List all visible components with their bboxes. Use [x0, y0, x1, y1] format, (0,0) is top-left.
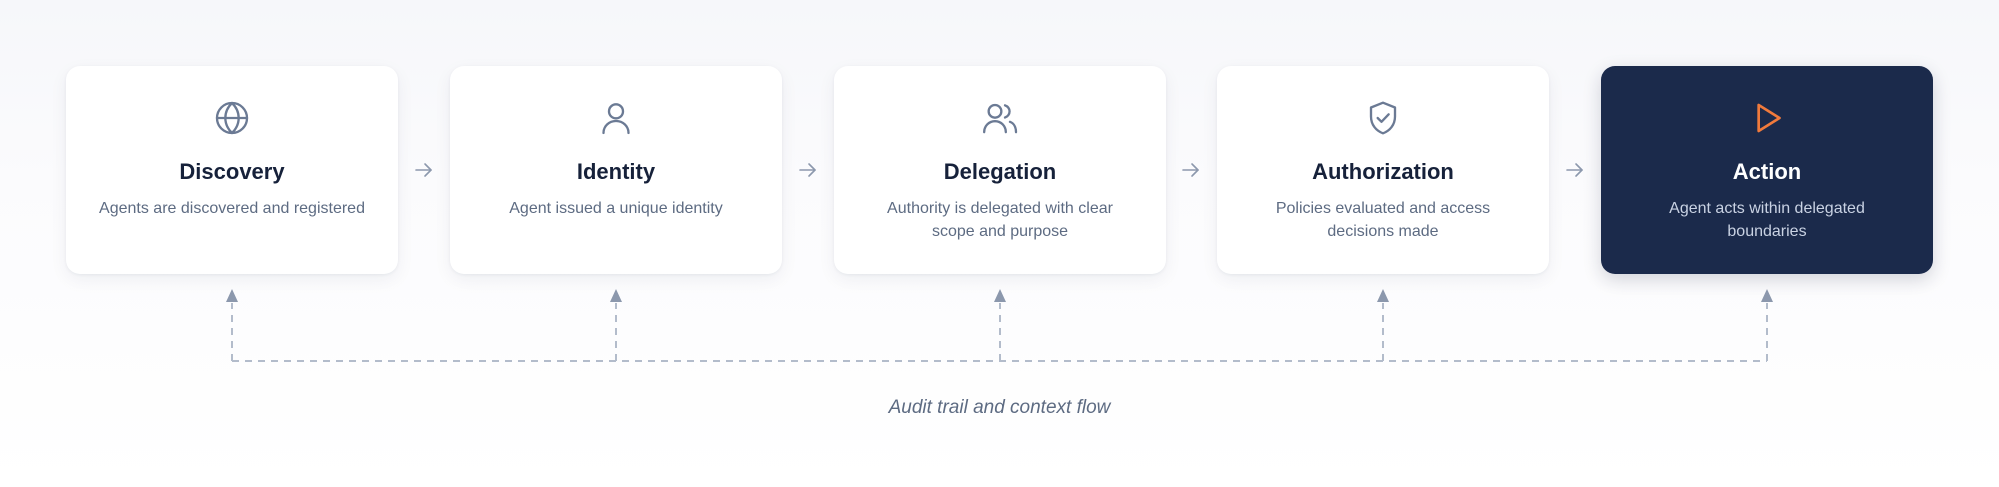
arrow-up-icon — [994, 289, 1006, 302]
globe-icon — [212, 98, 252, 138]
shield-check-icon — [1363, 98, 1403, 138]
arrow-right-icon — [1563, 158, 1587, 182]
arrow-up-icon — [226, 289, 238, 302]
user-icon — [596, 98, 636, 138]
arrow-up-icon — [1377, 289, 1389, 302]
users-icon — [980, 98, 1020, 138]
step-title: Discovery — [179, 159, 285, 184]
step-description: Policies evaluated and access decisions … — [1275, 200, 1491, 240]
play-icon — [1747, 98, 1787, 138]
step-card-authorization: Authorization Policies evaluated and acc… — [1217, 66, 1549, 274]
step-card-delegation: Delegation Authority is delegated with c… — [834, 66, 1166, 274]
arrow-right-icon — [1179, 158, 1203, 182]
step-title: Action — [1732, 159, 1802, 184]
step-title: Identity — [576, 159, 656, 184]
step-description: Agents are discovered and registered — [99, 200, 365, 217]
step-card-identity: Identity Agent issued a unique identity — [450, 66, 782, 274]
audit-trail-caption: Audit trail and context flow — [888, 397, 1111, 418]
arrow-right-icon — [796, 158, 820, 182]
step-card-discovery: Discovery Agents are discovered and regi… — [66, 66, 398, 274]
step-title: Authorization — [1312, 159, 1454, 184]
arrow-right-icon — [412, 158, 436, 182]
arrow-up-icon — [610, 289, 622, 302]
step-description: Authority is delegated with clear scope … — [887, 200, 1113, 240]
step-description: Agent issued a unique identity — [509, 200, 723, 217]
step-title: Delegation — [943, 159, 1057, 184]
arrow-up-icon — [1761, 289, 1773, 302]
step-description: Agent acts within delegated boundaries — [1669, 200, 1865, 240]
step-card-action: Action Agent acts within delegated bound… — [1601, 66, 1933, 274]
